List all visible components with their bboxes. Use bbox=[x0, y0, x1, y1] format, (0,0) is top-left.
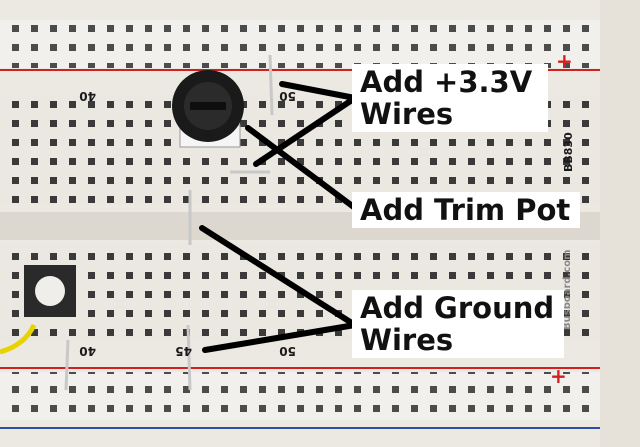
row-number-50-top: 50 bbox=[279, 89, 296, 103]
arrow-supply-to-pot bbox=[253, 95, 358, 167]
push-button bbox=[24, 265, 76, 317]
row-number-45-bottom: 45 bbox=[175, 344, 192, 358]
label-add-ground-wires: Add Ground Wires bbox=[352, 290, 564, 358]
row-number-40-bottom: 40 bbox=[79, 344, 96, 358]
trim-pot bbox=[172, 70, 244, 148]
label-ground-line1: Add Ground bbox=[360, 291, 555, 325]
top-rail-plus: + bbox=[556, 49, 573, 73]
row-number-40-top: 40 bbox=[79, 89, 96, 103]
annotation-arrows bbox=[199, 81, 358, 353]
wires bbox=[64, 54, 274, 391]
board-model-label: BB830 bbox=[562, 132, 575, 172]
board-brand-label: Busboard.com bbox=[562, 249, 573, 330]
arrow-supply-to-lead bbox=[279, 81, 358, 101]
label-add-trim-pot: Add Trim Pot bbox=[352, 192, 580, 228]
arrow-ground-to-rail bbox=[202, 322, 358, 353]
label-trim-pot-text: Add Trim Pot bbox=[360, 193, 571, 227]
label-ground-line2: Wires bbox=[360, 323, 454, 357]
row-number-50-bottom: 50 bbox=[279, 344, 296, 358]
arrow-trim-pot bbox=[245, 125, 358, 211]
label-supply-line1: Add +3.3V bbox=[360, 65, 533, 99]
label-supply-line2: Wires bbox=[360, 97, 454, 131]
label-add-supply-wires: Add +3.3V Wires bbox=[352, 64, 548, 132]
yellow-wire bbox=[0, 323, 37, 355]
bottom-rail-plus: + bbox=[550, 364, 567, 388]
arrow-ground-to-lead bbox=[199, 225, 358, 328]
